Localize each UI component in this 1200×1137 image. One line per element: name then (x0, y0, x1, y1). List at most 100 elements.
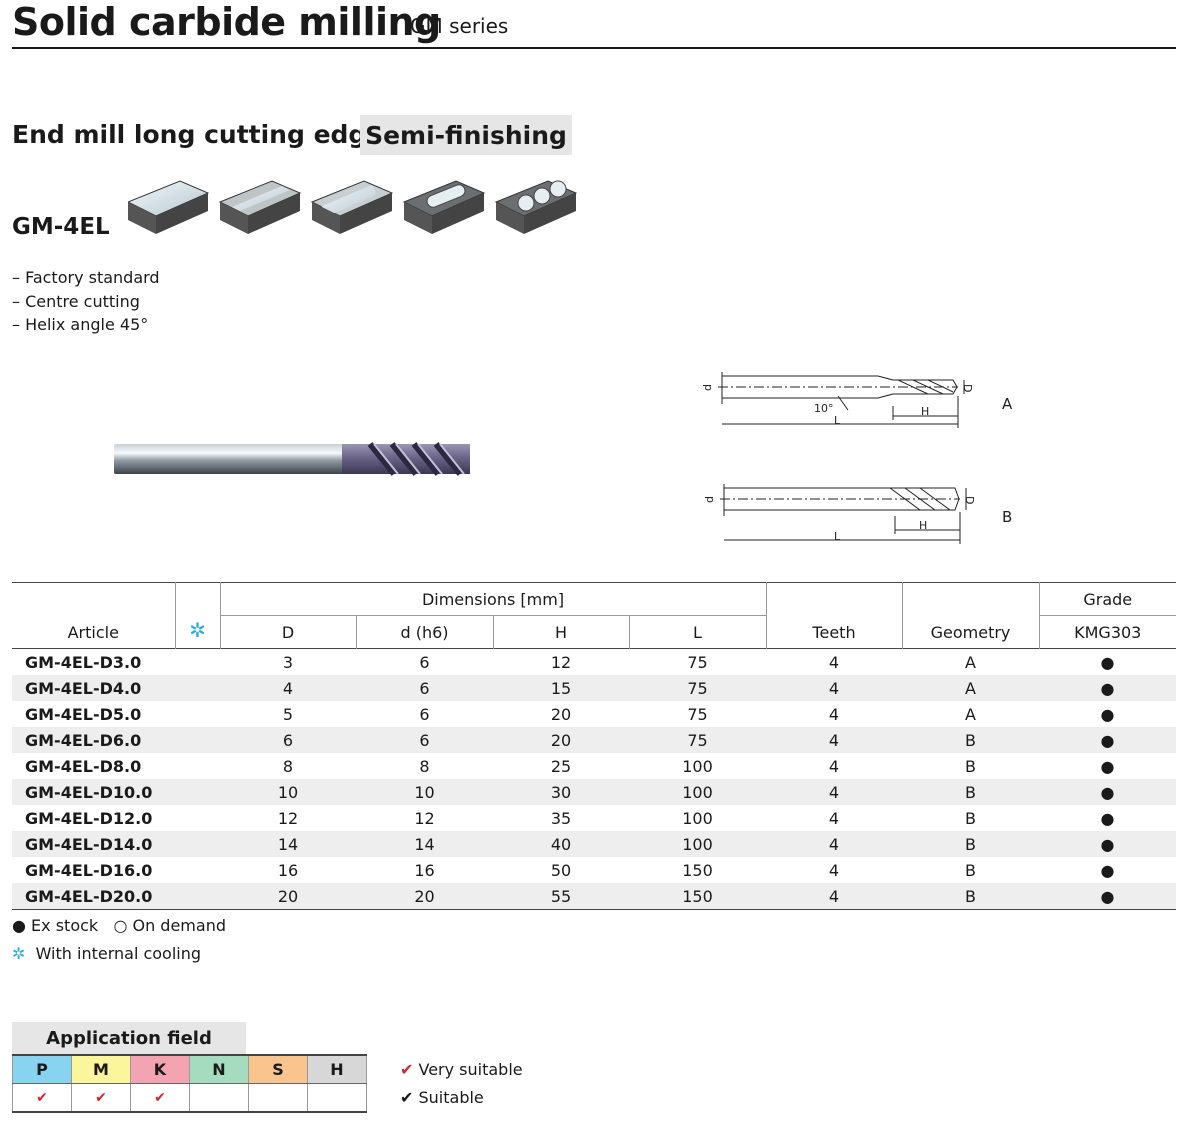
feature-list: – Factory standard – Centre cutting – He… (12, 266, 160, 337)
material-group-h: H (307, 1054, 367, 1084)
cell-cooling (175, 857, 220, 883)
application-field-heading: Application field (12, 1022, 246, 1054)
cell-article: GM-4EL-D4.0 (12, 675, 175, 701)
suitability-check-icon (307, 1083, 367, 1113)
cell-teeth: 4 (828, 704, 840, 724)
legend-on-demand: ○ On demand (113, 916, 226, 935)
cell-article: GM-4EL-D16.0 (25, 860, 153, 880)
cell-geometry: B (902, 831, 1039, 857)
cell-cooling (175, 883, 220, 910)
cell-geometry: B (902, 883, 1039, 910)
cell-H: 25 (550, 756, 572, 776)
cell-d: 8 (419, 756, 430, 776)
cell-L: 75 (687, 704, 708, 724)
cell-teeth: 4 (828, 652, 840, 672)
series-label: GM series (410, 14, 509, 38)
material-group-s: S (248, 1054, 308, 1084)
cell-geometry: B (902, 779, 1039, 805)
cell-d: 12 (414, 808, 435, 828)
suitability-legend: ✔ Very suitable ✔ Suitable (400, 1056, 523, 1112)
cell-d: 16 (414, 860, 435, 880)
legend-ex-stock: ● Ex stock (12, 916, 99, 935)
cell-D: 3 (282, 652, 294, 672)
cell-teeth: 4 (766, 883, 902, 910)
cell-H: 20 (493, 727, 629, 753)
cell-L: 150 (682, 860, 713, 880)
suitability-check-icon (248, 1083, 308, 1113)
cell-grade: ● (1039, 727, 1176, 753)
col-D: D (220, 615, 357, 649)
cell-L: 100 (629, 779, 766, 805)
suitability-check-icon: ✔ (12, 1083, 72, 1113)
cell-cooling (175, 701, 220, 727)
cell-H: 35 (550, 808, 572, 828)
dim-H-label-b: H (919, 519, 927, 532)
cell-d: 14 (356, 831, 493, 857)
plunge-milling-icon (494, 180, 578, 234)
geometry-b-label: B (1002, 508, 1012, 526)
cell-geometry: A (965, 704, 976, 724)
cell-D: 20 (220, 883, 356, 910)
col-geometry: Geometry (902, 582, 1040, 649)
cell-teeth: 4 (828, 860, 840, 880)
cell-article: GM-4EL-D8.0 (25, 756, 142, 776)
geometry-diagram: d D 10° H L A d D H L B (701, 372, 1013, 544)
geometry-b-drawing (720, 484, 967, 544)
col-article: Article (12, 582, 176, 649)
very-suitable-label: Very suitable (418, 1060, 523, 1079)
cell-H: 20 (550, 704, 572, 724)
suitable-check-icon: ✔ (400, 1088, 414, 1107)
cell-grade: ● (1039, 831, 1176, 857)
cell-geometry: B (965, 808, 976, 828)
cell-cooling (175, 805, 220, 831)
suitability-check-icon: ✔ (130, 1083, 190, 1113)
cell-D: 8 (282, 756, 294, 776)
pocket-milling-icon (402, 180, 486, 234)
col-d-h6: d (h6) (356, 615, 494, 649)
dim-d-label-b: d (703, 496, 716, 503)
cell-cooling (175, 779, 220, 805)
cell-L: 75 (629, 727, 766, 753)
cell-H: 50 (550, 860, 572, 880)
legend: ● Ex stock ○ On demand ✲ With internal c… (12, 912, 226, 968)
cell-grade: ● (1039, 883, 1176, 910)
cell-article: GM-4EL-D12.0 (25, 808, 153, 828)
cell-d: 20 (356, 883, 493, 910)
cell-L: 100 (629, 831, 766, 857)
cell-article: GM-4EL-D10.0 (12, 779, 175, 805)
cell-teeth: 4 (766, 675, 902, 701)
cell-D: 16 (277, 860, 299, 880)
cell-grade: ● (1100, 652, 1115, 672)
dim-D-label-a: D (961, 384, 974, 392)
cell-grade: ● (1100, 860, 1115, 880)
cell-cooling (175, 831, 220, 857)
dim-d-label-a: d (701, 384, 714, 391)
cooling-column-icon: ✲ (175, 582, 221, 649)
cell-article: GM-4EL-D20.0 (12, 883, 175, 910)
product-subtitle: End mill long cutting edge (12, 120, 384, 149)
cell-cooling (175, 753, 220, 779)
cell-grade: ● (1039, 779, 1176, 805)
very-suitable-check-icon: ✔ (400, 1060, 414, 1079)
cell-geometry: B (965, 860, 976, 880)
cell-d: 6 (356, 727, 493, 753)
angle-label: 10° (814, 402, 834, 415)
dim-L-label-a: L (834, 414, 841, 427)
cell-article: GM-4EL-D6.0 (12, 727, 175, 753)
end-mill-photo (114, 442, 470, 476)
cell-teeth: 4 (766, 831, 902, 857)
feature-item: – Factory standard (12, 268, 160, 287)
cell-d: 6 (356, 675, 493, 701)
cell-teeth: 4 (766, 779, 902, 805)
cell-grade: ● (1100, 704, 1115, 724)
face-milling-icon (128, 180, 210, 234)
cell-teeth: 4 (828, 756, 840, 776)
